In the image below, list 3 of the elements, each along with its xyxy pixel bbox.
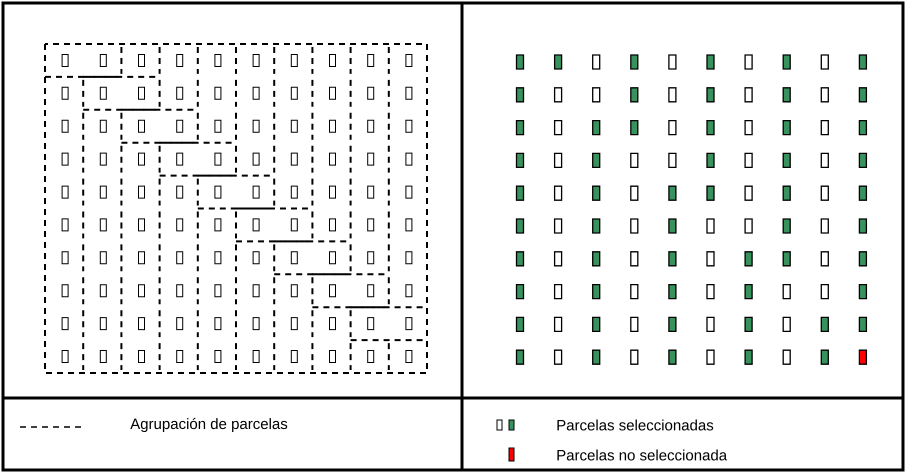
legend-label: Parcelas seleccionadas [557,419,714,430]
legend-label: Parcelas no seleccionada [557,449,728,460]
legend-label: Agrupación de parcelas [130,418,288,432]
